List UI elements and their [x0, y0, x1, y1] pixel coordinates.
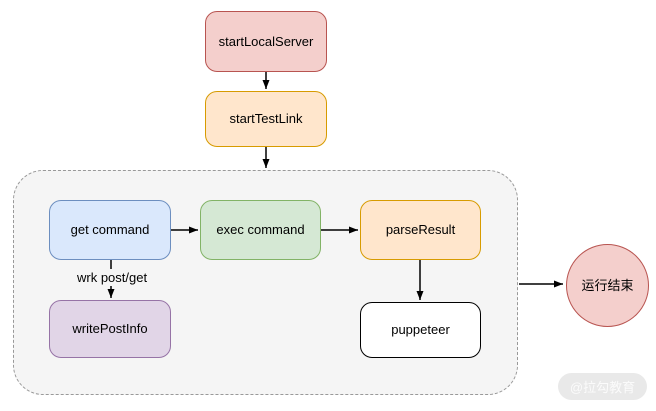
node-get-command: get command	[49, 200, 171, 260]
node-get-command-label: get command	[70, 222, 150, 238]
node-write-post-info: writePostInfo	[49, 300, 171, 358]
node-start-local-server: startLocalServer	[205, 11, 327, 72]
node-start-test-link-label: startTestLink	[229, 111, 303, 127]
node-parse-result-label: parseResult	[385, 222, 456, 238]
node-puppeteer-label: puppeteer	[391, 322, 450, 338]
node-write-post-info-label: writePostInfo	[72, 321, 148, 337]
node-parse-result: parseResult	[360, 200, 481, 260]
node-exec-command-label: exec command	[216, 222, 305, 238]
node-start-test-link: startTestLink	[205, 91, 327, 147]
node-run-finished-label: 运行结束	[581, 277, 634, 293]
watermark-label: @拉勾教育	[569, 380, 636, 395]
node-puppeteer: puppeteer	[360, 302, 481, 358]
watermark-badge: @拉勾教育	[558, 373, 647, 400]
node-start-local-server-label: startLocalServer	[218, 33, 314, 49]
node-exec-command: exec command	[200, 200, 321, 260]
edge-label-wrk-post-get: wrk post/get	[77, 269, 148, 286]
node-run-finished-circle: 运行结束	[566, 244, 649, 327]
